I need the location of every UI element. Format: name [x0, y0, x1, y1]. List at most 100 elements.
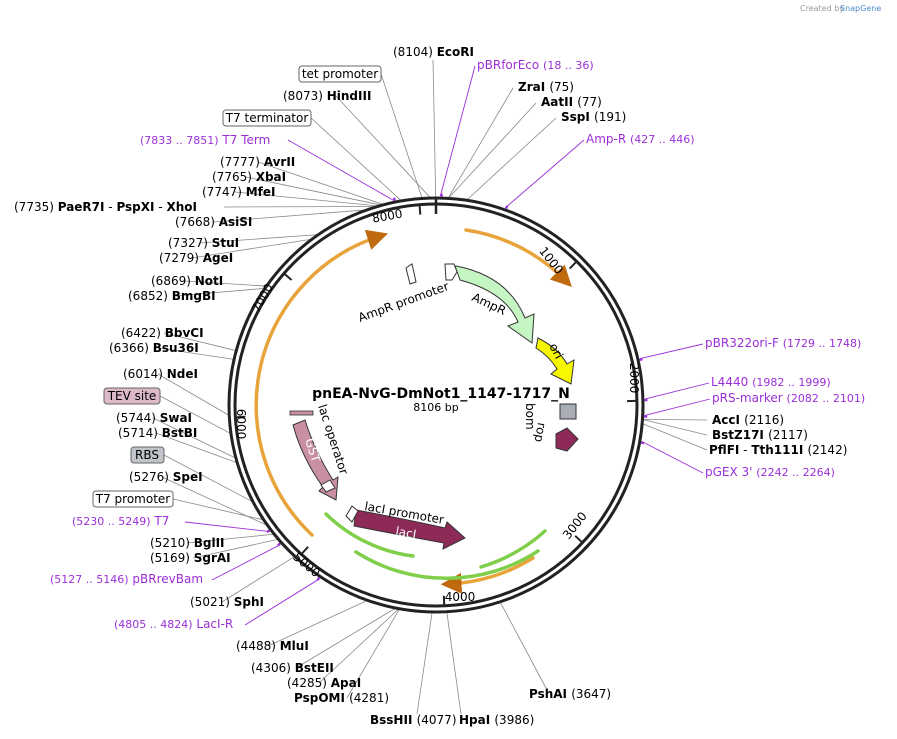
enzyme-site-acci[interactable]: AccI (2116): [712, 413, 784, 427]
enzyme-site-avrii[interactable]: (7777) AvrII: [220, 155, 295, 169]
tick-label: 7000: [249, 281, 276, 314]
enzyme-site-xbai[interactable]: (7765) XbaI: [212, 170, 286, 184]
enzyme-site-ndei[interactable]: (6014) NdeI: [123, 367, 198, 381]
enzyme-site-mlui[interactable]: (4488) MluI: [236, 639, 309, 653]
enzyme-site-sspi[interactable]: SspI (191): [561, 110, 626, 124]
leader-line: [212, 209, 368, 223]
enzyme-site-apai[interactable]: (4285) ApaI: [287, 676, 361, 690]
rop-arrow: [555, 427, 579, 452]
enzyme-site-bbvci[interactable]: (6422) BbvCI: [121, 326, 204, 340]
tick-label: 3000: [560, 509, 590, 542]
svg-text:Amp-R (427 .. 446): Amp-R (427 .. 446): [586, 132, 695, 146]
enzyme-site-hpai[interactable]: HpaI (3986): [459, 713, 534, 727]
primer-leader: [505, 139, 585, 209]
primer-marks: [266, 193, 648, 581]
enzyme-site-bglii[interactable]: (5210) BglII: [150, 536, 225, 550]
svg-text:AccI (2116): AccI (2116): [712, 413, 784, 427]
leader-line: [499, 601, 547, 689]
enzyme-site-bmgbi[interactable]: (6852) BmgBI: [128, 289, 216, 303]
primer-pbr322orif[interactable]: pBR322ori-F (1729 .. 1748): [705, 336, 861, 350]
leader-line: [448, 102, 537, 199]
leader-line: [257, 161, 384, 206]
primer-pbrrevbam[interactable]: (5127 .. 5146) pBRrevBam: [50, 572, 203, 586]
primer-leader: [641, 441, 704, 474]
enzyme-site-bstz17i[interactable]: BstZ17I (2117): [712, 428, 808, 442]
tick-mark: [235, 415, 246, 419]
svg-text:(5021) SphI: (5021) SphI: [190, 595, 264, 609]
gst-label: GST: [302, 437, 323, 465]
orf-arcs: [254, 228, 572, 594]
leader-line: [295, 607, 396, 669]
svg-text:(4306) BstEII: (4306) BstEII: [251, 661, 334, 675]
enzyme-site-asisi[interactable]: (7668) AsiSI: [175, 215, 252, 229]
primer-t7[interactable]: (5230 .. 5249) T7: [72, 514, 169, 528]
leader-line: [380, 73, 423, 199]
svg-text:ZraI (75): ZraI (75): [518, 80, 574, 94]
enzyme-site-bstbi[interactable]: (5714) BstBI: [118, 426, 197, 440]
tick-label: 2000: [627, 363, 641, 394]
enzyme-site-spei[interactable]: (5276) SpeI: [129, 470, 203, 484]
enzyme-site-hindiii[interactable]: (8073) HindIII: [283, 89, 371, 103]
enzyme-site-agei[interactable]: (7279) AgeI: [159, 251, 233, 265]
leader-line: [432, 59, 437, 199]
primer-pbrforeco[interactable]: pBRforEco (18 .. 36): [477, 58, 594, 72]
svg-text:(5276) SpeI: (5276) SpeI: [129, 470, 203, 484]
enzyme-site-stui[interactable]: (7327) StuI: [168, 236, 239, 250]
enzyme-site-bsshii[interactable]: BssHII (4077): [370, 713, 457, 727]
enzyme-site-pspomi[interactable]: PspOMI (4281): [294, 691, 389, 705]
primer-l4440[interactable]: L4440 (1982 .. 1999): [711, 375, 831, 389]
enzyme-site-pflfi[interactable]: PflFI - Tth111I (2142): [709, 443, 847, 457]
orf-arc-green1: [324, 512, 415, 558]
primer-leader: [184, 521, 270, 533]
enzyme-site-pshai[interactable]: PshAI (3647): [529, 687, 611, 701]
bom-label: bom: [523, 403, 537, 430]
primer-leader: [439, 65, 476, 197]
primer-pgex3[interactable]: pGEX 3' (2242 .. 2264): [705, 465, 835, 479]
primer-mark: [505, 205, 509, 210]
svg-text:(8073) HindIII: (8073) HindIII: [283, 89, 371, 103]
enzyme-site-paer7i[interactable]: (7735) PaeR7I - PspXI - XhoI: [14, 200, 197, 214]
leader-line: [163, 454, 254, 503]
feature-shapes: [289, 263, 579, 550]
svg-text:(4285) ApaI: (4285) ApaI: [287, 676, 361, 690]
svg-text:(5210) BglII: (5210) BglII: [150, 536, 225, 550]
tick-mark: [300, 546, 309, 555]
svg-text:(7747) MfeI: (7747) MfeI: [202, 185, 275, 199]
orf-arc-green2: [354, 549, 540, 581]
enzyme-site-noti[interactable]: (6869) NotI: [151, 274, 223, 288]
primer-ampr[interactable]: Amp-R (427 .. 446): [586, 132, 695, 146]
enzyme-site-zrai[interactable]: ZraI (75): [518, 80, 574, 94]
svg-text:pRS-marker (2082 .. 2101): pRS-marker (2082 .. 2101): [712, 391, 865, 405]
svg-text:(7765) XbaI: (7765) XbaI: [212, 170, 286, 184]
enzyme-site-swai[interactable]: (5744) SwaI: [116, 411, 192, 425]
leader-line: [267, 599, 368, 647]
credit-text: Created by: [800, 4, 844, 13]
map-size: 8106 bp: [413, 401, 458, 414]
enzyme-site-bsteii[interactable]: (4306) BstEII: [251, 661, 334, 675]
ampr-promoter-shape: [405, 263, 417, 285]
enzyme-site-bsu36i[interactable]: (6366) Bsu36I: [109, 341, 199, 355]
leader-line: [163, 332, 237, 352]
svg-text:(6852) BmgBI: (6852) BmgBI: [128, 289, 216, 303]
leader-line: [466, 117, 557, 201]
primer-lacir[interactable]: (4805 .. 4824) LacI-R: [114, 617, 233, 631]
svg-text:L4440 (1982 .. 1999): L4440 (1982 .. 1999): [711, 375, 831, 389]
primer-prsmarker[interactable]: pRS-marker (2082 .. 2101): [712, 391, 865, 405]
tick-mark: [568, 260, 578, 270]
enzyme-site-sphi[interactable]: (5021) SphI: [190, 595, 264, 609]
enzyme-site-ecori[interactable]: (8104) EcoRI: [393, 45, 474, 59]
primer-leader: [287, 139, 394, 201]
site-labels: (8104) EcoRI (8073) HindIII ZraI (75)AatII…: [14, 45, 865, 727]
enzyme-site-mfei[interactable]: (7747) MfeI: [202, 185, 275, 199]
rop-label: rop: [532, 421, 549, 443]
tev-site-label: TEV site: [107, 389, 157, 403]
primer-mark: [277, 542, 281, 547]
leader-line: [642, 423, 708, 451]
ampr-arrow: [454, 265, 535, 344]
enzyme-site-aatii[interactable]: AatII (77): [541, 95, 602, 109]
enzyme-site-sgrai[interactable]: (5169) SgrAI: [150, 551, 231, 565]
primer-t7term[interactable]: (7833 .. 7851) T7 Term: [140, 133, 270, 147]
svg-text:(6366) Bsu36I: (6366) Bsu36I: [109, 341, 199, 355]
tick-mark: [418, 204, 422, 215]
